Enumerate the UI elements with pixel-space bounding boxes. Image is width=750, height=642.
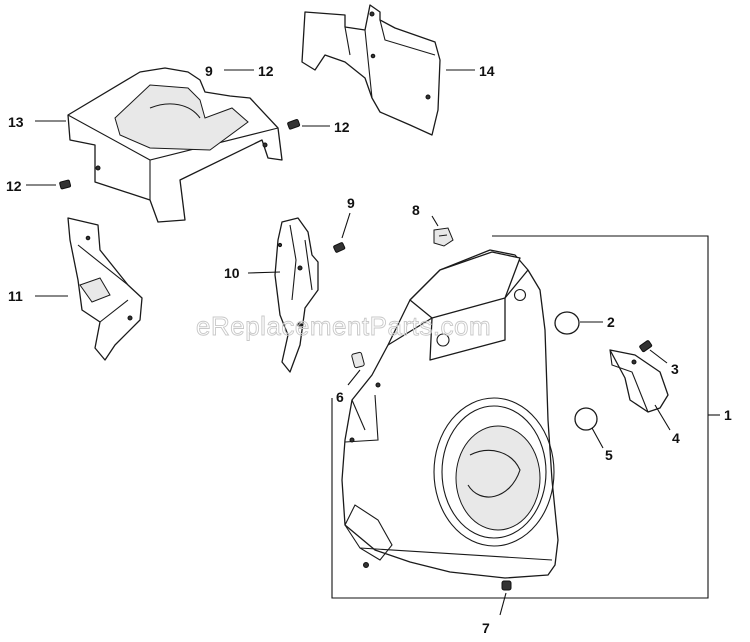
part-14-shroud-plate (301, 4, 441, 136)
callout-5: 5 (605, 447, 613, 463)
part-5-plug (574, 407, 598, 431)
part-6-pin (351, 351, 365, 369)
part-12-screw-left (59, 179, 72, 190)
callout-12-left: 12 (6, 178, 22, 194)
callout-3: 3 (671, 361, 679, 377)
part-12-screw-top (287, 119, 301, 130)
callout-11: 11 (8, 288, 23, 304)
callout-1: 1 (724, 407, 732, 423)
callout-12-center: 12 (334, 119, 350, 135)
callout-9-top: 9 (205, 63, 213, 79)
callout-8: 8 (412, 202, 420, 218)
part-7-screw (501, 580, 512, 591)
callout-12-top: 12 (258, 63, 274, 79)
part-2-plug (554, 311, 580, 335)
callout-13: 13 (8, 114, 24, 130)
callout-2: 2 (607, 314, 615, 330)
leader-lines (26, 69, 720, 616)
part-1-blower-housing (341, 249, 559, 579)
watermark: eReplacementParts.com (196, 311, 491, 341)
part-9-screw-a (333, 242, 346, 253)
callout-7: 7 (482, 620, 490, 636)
part-4-bracket (609, 349, 669, 413)
callout-10: 10 (224, 265, 240, 281)
part-8-grommet (433, 227, 454, 247)
callout-4: 4 (672, 430, 680, 446)
callout-14: 14 (479, 63, 495, 79)
part-11-side-baffle (67, 217, 143, 361)
callout-6: 6 (336, 389, 344, 405)
callout-9-middle: 9 (347, 195, 355, 211)
part-3-screw (639, 340, 653, 353)
part-10-baffle-bracket (274, 217, 319, 373)
callout-labels: 1 2 3 4 5 6 7 8 9 12 9 10 11 12 12 13 14 (6, 63, 732, 636)
part-13-blower-cover (67, 67, 283, 223)
